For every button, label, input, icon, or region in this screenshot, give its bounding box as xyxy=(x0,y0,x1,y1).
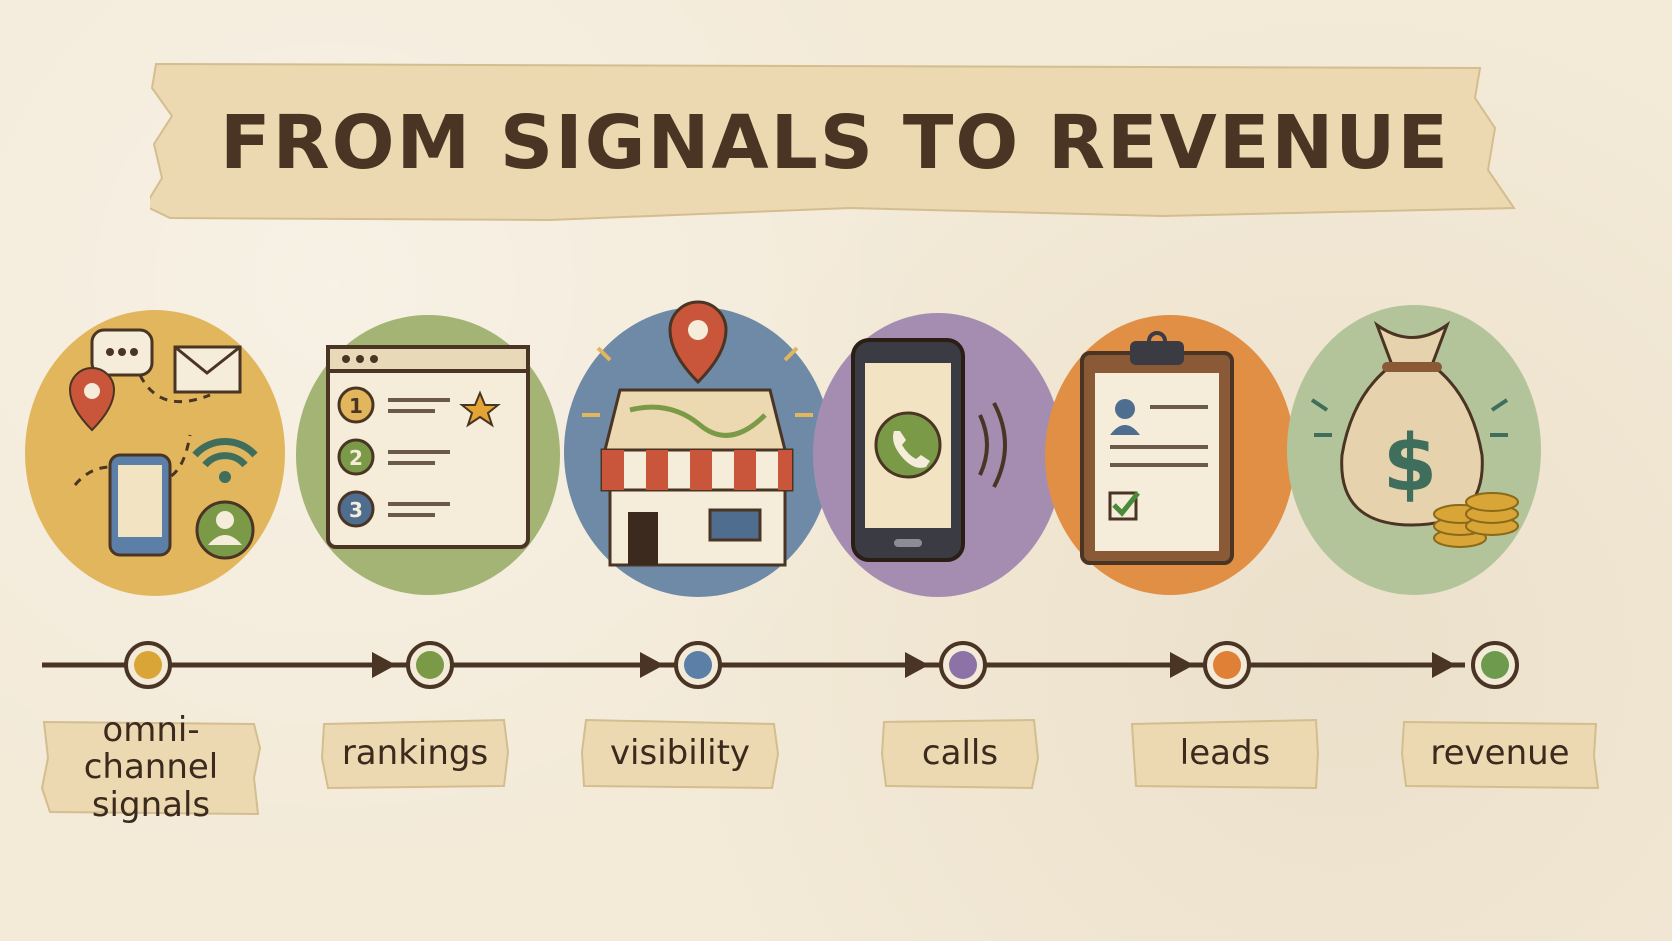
arrow-right-icon xyxy=(640,652,664,678)
page-title: FROM SIGNALS TO REVENUE xyxy=(220,100,1450,186)
torn-paper-banner xyxy=(150,62,1516,222)
stage-3-label: visibility xyxy=(580,718,780,790)
torn-paper-tag xyxy=(1130,718,1320,790)
arrow-right-icon xyxy=(372,652,396,678)
svg-text:1: 1 xyxy=(349,394,363,418)
stage-4-icon-blob xyxy=(808,305,1073,600)
timeline-node xyxy=(406,641,454,689)
stage-1-icon-blob xyxy=(20,305,290,600)
stage-3-icon-blob xyxy=(560,300,835,600)
stage-5-label: leads xyxy=(1130,718,1320,790)
storefront-map-icon xyxy=(564,300,832,597)
stage-6-label: revenue xyxy=(1400,718,1600,790)
clipboard-lead-icon xyxy=(1045,315,1295,595)
timeline-node xyxy=(1203,641,1251,689)
torn-paper-tag xyxy=(580,718,780,790)
timeline-node xyxy=(674,641,722,689)
timeline-node xyxy=(124,641,172,689)
money-bag-icon: $ xyxy=(1287,305,1541,595)
rankings-icon: 1 2 3 xyxy=(296,315,560,595)
svg-text:2: 2 xyxy=(349,446,363,470)
svg-text:3: 3 xyxy=(349,498,363,522)
stage-2-label: rankings xyxy=(320,718,510,790)
timeline-node xyxy=(1471,641,1519,689)
arrow-right-icon xyxy=(1432,652,1456,678)
stage-4-label: calls xyxy=(880,718,1040,790)
stage-6-icon-blob: $ xyxy=(1282,300,1547,600)
torn-paper-tag xyxy=(40,720,262,816)
torn-paper-tag xyxy=(320,718,510,790)
stage-2-icon-blob: 1 2 3 xyxy=(290,305,565,600)
timeline-node xyxy=(939,641,987,689)
torn-paper-tag xyxy=(1400,720,1600,790)
arrow-right-icon xyxy=(1170,652,1194,678)
arrow-right-icon xyxy=(905,652,929,678)
phone-call-icon xyxy=(813,313,1063,597)
stage-1-label: omni-channel signals xyxy=(40,711,262,823)
stage-5-icon-blob xyxy=(1040,305,1300,600)
signals-icon xyxy=(25,310,285,596)
title-banner: FROM SIGNALS TO REVENUE xyxy=(150,58,1520,228)
svg-text:$: $ xyxy=(1383,419,1437,509)
torn-paper-tag xyxy=(880,718,1040,790)
